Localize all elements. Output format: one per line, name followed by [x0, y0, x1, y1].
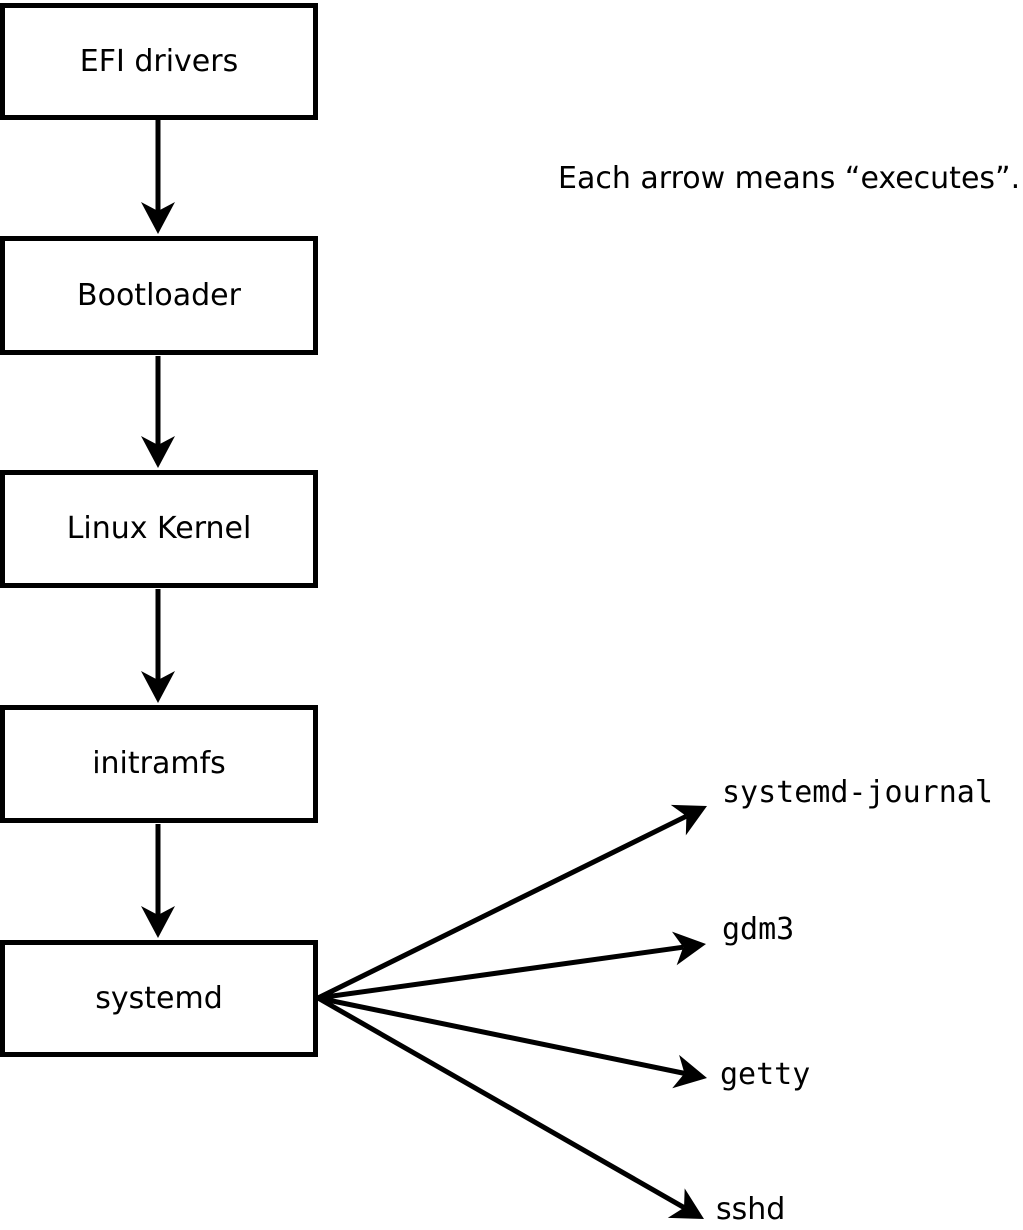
node-initramfs-label: initramfs	[92, 746, 226, 781]
arrow-systemd-to-sshd	[316, 995, 704, 1219]
leaf-systemd-journal: systemd-journal	[722, 775, 993, 810]
leaf-getty: getty	[720, 1057, 811, 1092]
leaf-gdm3: gdm3	[722, 912, 795, 947]
node-bootloader-label: Bootloader	[77, 277, 241, 313]
node-bootloader: Bootloader	[0, 236, 318, 355]
node-efi-drivers-label: EFI drivers	[79, 43, 239, 79]
arrow-efi-to-bootloader	[141, 120, 175, 234]
node-linux-kernel: Linux Kernel	[0, 470, 318, 588]
arrow-kernel-to-initramfs	[141, 589, 175, 703]
node-initramfs: initramfs	[0, 705, 318, 823]
arrow-bootloader-to-kernel	[141, 356, 175, 468]
arrow-initramfs-to-systemd	[141, 824, 175, 938]
arrow-systemd-to-gdm3	[317, 931, 706, 1001]
node-linux-kernel-label: Linux Kernel	[66, 511, 252, 546]
node-systemd-label: systemd	[95, 980, 223, 1016]
arrow-legend-text: Each arrow means “executes”.	[558, 161, 1021, 196]
leaf-sshd: sshd	[716, 1192, 786, 1227]
arrow-systemd-to-journal	[316, 804, 707, 1001]
node-efi-drivers: EFI drivers	[0, 3, 318, 120]
node-systemd: systemd	[0, 940, 318, 1057]
arrow-systemd-to-getty	[317, 995, 707, 1089]
